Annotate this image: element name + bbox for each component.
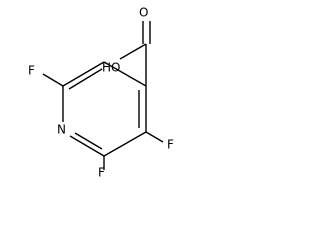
bond-c5-f xyxy=(145,131,164,143)
bond-c2-c3-inner xyxy=(68,68,103,90)
bond-hydroxyl xyxy=(119,43,147,60)
atom-label-hydroxyl: HO xyxy=(102,61,120,75)
atom-label-fluorine-top-left: F xyxy=(28,64,35,78)
bond-c2-c3 xyxy=(62,61,105,87)
bond-c5-c6 xyxy=(103,131,147,157)
bond-c6-n-inner xyxy=(74,132,103,150)
bond-c3-c4 xyxy=(103,61,147,87)
atom-label-oxygen-carbonyl: O xyxy=(139,6,148,20)
chemical-structure-diagram: F N F F O HO xyxy=(28,6,174,179)
atom-label-fluorine-right: F xyxy=(167,138,174,152)
bond-c2-f xyxy=(42,73,64,87)
bond-c6-n xyxy=(69,135,105,157)
atom-label-nitrogen: N xyxy=(57,123,66,137)
atom-label-fluorine-bottom: F xyxy=(98,166,105,179)
